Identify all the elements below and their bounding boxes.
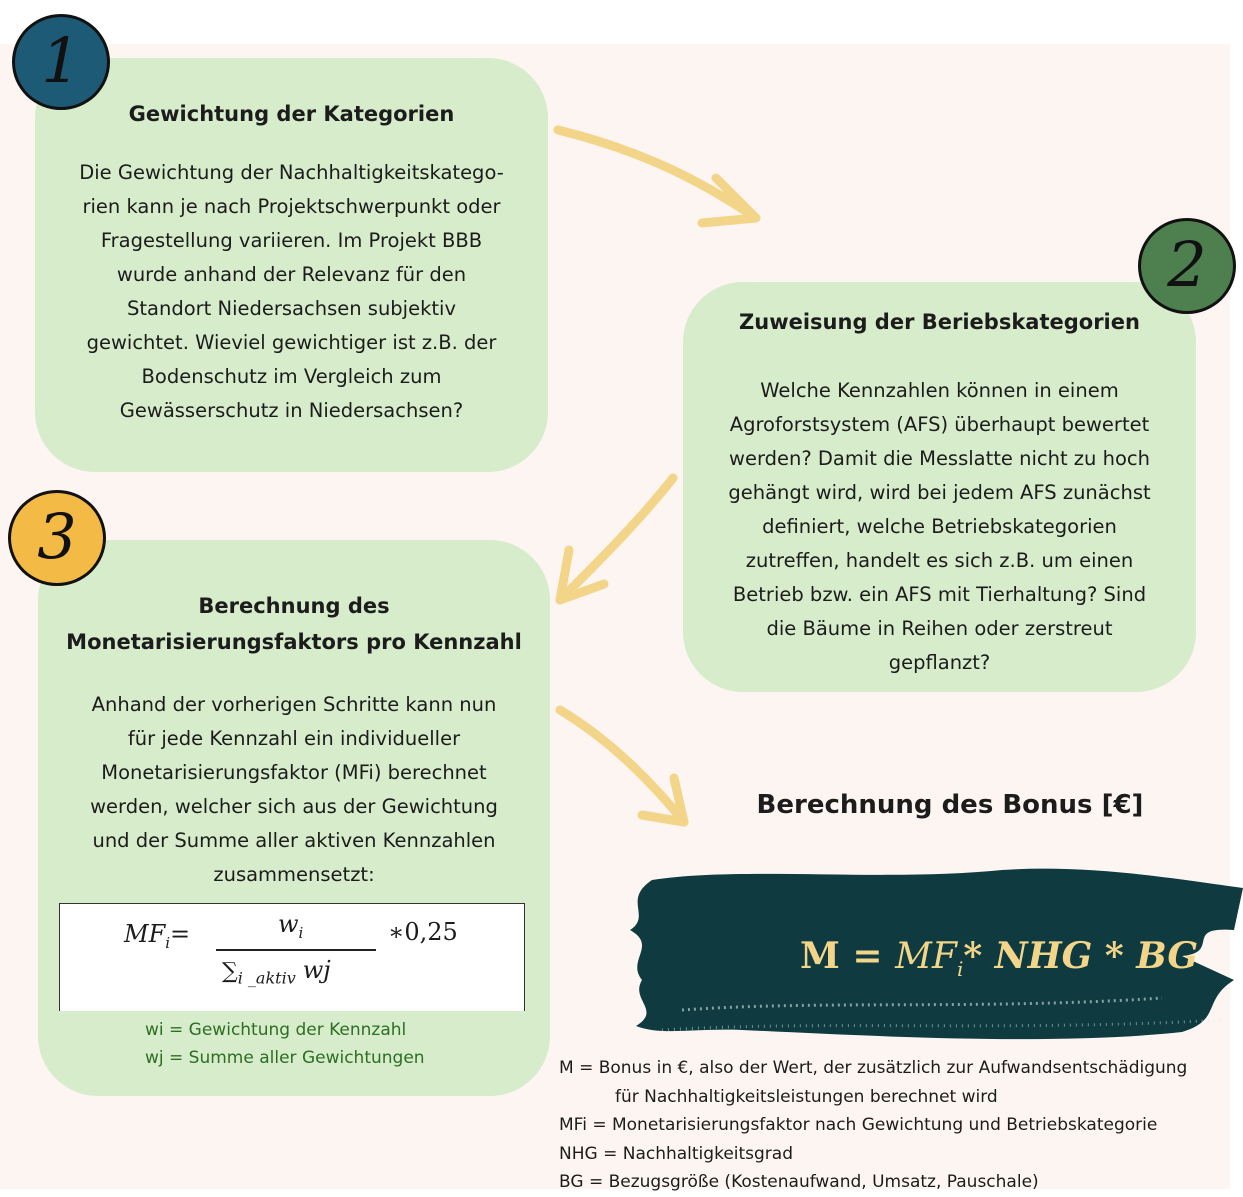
text-line: Agroforstsystem (AFS) überhaupt bewertet: [729, 413, 1150, 436]
title-line: Monetarisierungsfaktors pro Kennzahl: [66, 630, 522, 654]
formula-legend: wi = Gewichtung der Kennzahl wj = Summe …: [145, 1016, 425, 1072]
text-line: Anhand der vorherigen Schritte kann nun: [91, 693, 497, 716]
text-line: Fragestellung variieren. Im Projekt BBB: [100, 229, 483, 252]
text-line: Welche Kennzahlen können in einem: [760, 379, 1119, 402]
formula-numerator: wi: [278, 910, 304, 942]
step-3-text: Anhand der vorherigen Schritte kann nun …: [54, 688, 534, 892]
legend-line: MFi = Monetarisierungsfaktor nach Gewich…: [559, 1115, 1158, 1135]
step-2-title: Zuweisung der Beriebskategorien: [739, 310, 1140, 334]
bonus-title: Berechnung des Bonus [€]: [756, 790, 1144, 820]
text-line: zusammensetzt:: [213, 863, 375, 886]
legend-line: NHG = Nachhaltigkeitsgrad: [559, 1143, 794, 1164]
bonus-legend: M = Bonus in €, also der Wert, der zusät…: [559, 1054, 1239, 1197]
formula-denominator: ∑i _aktiv wj: [222, 956, 331, 988]
arrow-3-to-bonus-head: [637, 773, 689, 827]
legend-line: wi = Gewichtung der Kennzahl: [145, 1020, 407, 1040]
text-line: und der Summe aller aktiven Kennzahlen: [92, 829, 496, 852]
arrow-2-to-3-head: [555, 545, 609, 605]
step-1-box: Gewichtung der Kategorien Die Gewichtung…: [35, 58, 548, 472]
formula-lhs: MFi=: [124, 920, 191, 952]
bonus-formula: M = MFi* NHG * BG: [800, 935, 1199, 982]
step-1-number: 1: [41, 24, 81, 97]
step-2-text: Welche Kennzahlen können in einem Agrofo…: [705, 374, 1174, 680]
arrow-1-to-2: [553, 125, 761, 223]
text-line: gewichtet. Wieviel gewichtiger ist z.B. …: [86, 331, 497, 354]
text-line: für jede Kennzahl ein individueller: [127, 727, 461, 750]
text-line: werden, welcher sich aus der Gewichtung: [90, 795, 498, 818]
text-line: gepflanzt?: [888, 651, 991, 674]
brush-stroke-background: [630, 868, 1243, 1040]
step-3-title: Berechnung des Monetarisierungsfaktors p…: [54, 588, 534, 660]
step-1-number-badge: 1: [12, 14, 110, 110]
arrow-2-to-3: [555, 473, 678, 605]
legend-line: wj = Summe aller Gewichtungen: [145, 1048, 425, 1068]
mf-formula: MFi= wi ∑i _aktiv wj ∗0,25: [59, 903, 525, 1011]
arrow-1-to-2-head: [697, 173, 761, 228]
text-line: rien kann je nach Projektschwerpunkt ode…: [82, 195, 501, 218]
text-line: definiert, welche Betriebskategorien: [762, 515, 1117, 538]
arrow-3-to-bonus: [555, 705, 689, 827]
legend-line: M = Bonus in €, also der Wert, der zusät…: [559, 1058, 1188, 1078]
formula-multiplier: ∗0,25: [388, 918, 458, 946]
text-line: Monetarisierungsfaktor (MFi) berechnet: [101, 761, 487, 784]
step-3-number: 3: [37, 500, 77, 573]
step-2-number: 2: [1167, 228, 1207, 301]
text-line: zutreffen, handelt es sich z.B. um einen: [745, 549, 1134, 572]
fraction-bar: [216, 949, 376, 951]
text-line: Gewässerschutz in Niedersachsen?: [119, 399, 464, 422]
text-line: werden? Damit die Messlatte nicht zu hoc…: [729, 447, 1150, 470]
step-3-number-badge: 3: [8, 490, 106, 586]
text-line: Die Gewichtung der Nachhaltigkeitskatego…: [79, 161, 504, 184]
step-1-title: Gewichtung der Kategorien: [128, 102, 455, 126]
title-line: Berechnung des: [198, 594, 390, 618]
text-line: Betrieb bzw. ein AFS mit Tierhaltung? Si…: [732, 583, 1147, 606]
step-2-number-badge: 2: [1138, 218, 1236, 314]
step-2-box: Zuweisung der Beriebskategorien Welche K…: [683, 282, 1196, 692]
step-1-text: Die Gewichtung der Nachhaltigkeitskatego…: [57, 156, 526, 428]
step-3-box: Berechnung des Monetarisierungsfaktors p…: [38, 540, 550, 1096]
text-line: die Bäume in Reihen oder zerstreut: [766, 617, 1113, 640]
text-line: wurde anhand der Relevanz für den: [116, 263, 467, 286]
legend-line: für Nachhaltigkeitsleistungen berechnet …: [615, 1086, 998, 1107]
text-line: gehängt wird, wird bei jedem AFS zunächs…: [728, 481, 1151, 504]
text-line: Standort Niedersachsen subjektiv: [126, 297, 456, 320]
legend-line: BG = Bezugsgröße (Kostenaufwand, Umsatz,…: [559, 1172, 1039, 1192]
text-line: Bodenschutz im Vergleich zum: [141, 365, 442, 388]
